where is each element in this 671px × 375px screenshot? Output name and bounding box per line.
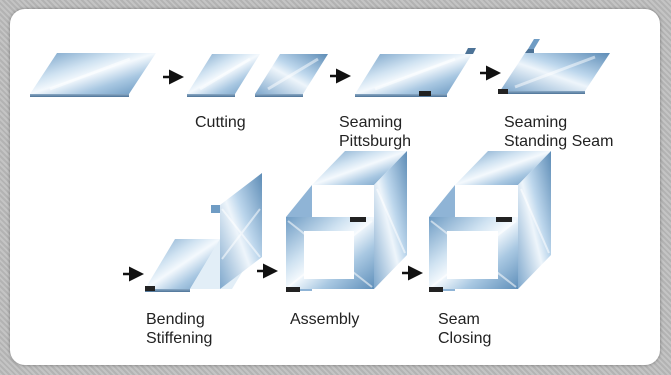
flat-sheet-icon (30, 53, 156, 97)
step-label-assembly: Assembly (290, 311, 360, 328)
diagram-panel: Cutting Seaming Pittsburgh Seaming Stand… (10, 9, 660, 365)
step-label-bending-stiffening: Bending Stiffening (146, 311, 213, 347)
step-label-seaming-standing-seam: Seaming Standing Seam (504, 114, 614, 150)
closed-duct-icon (429, 151, 551, 292)
standing-seam-sheet-icon (498, 39, 610, 94)
cut-sheets-icon (187, 54, 328, 97)
pittsburgh-seam-sheet-icon (355, 48, 476, 97)
bent-sheet-icon (145, 173, 262, 292)
step-label-seaming-pittsburgh: Seaming Pittsburgh (339, 114, 412, 150)
step-label-cutting: Cutting (195, 114, 246, 131)
ductwork-process-diagram (30, 39, 610, 292)
assembled-duct-icon (286, 151, 407, 292)
step-label-seam-closing: Seam Closing (438, 311, 492, 347)
